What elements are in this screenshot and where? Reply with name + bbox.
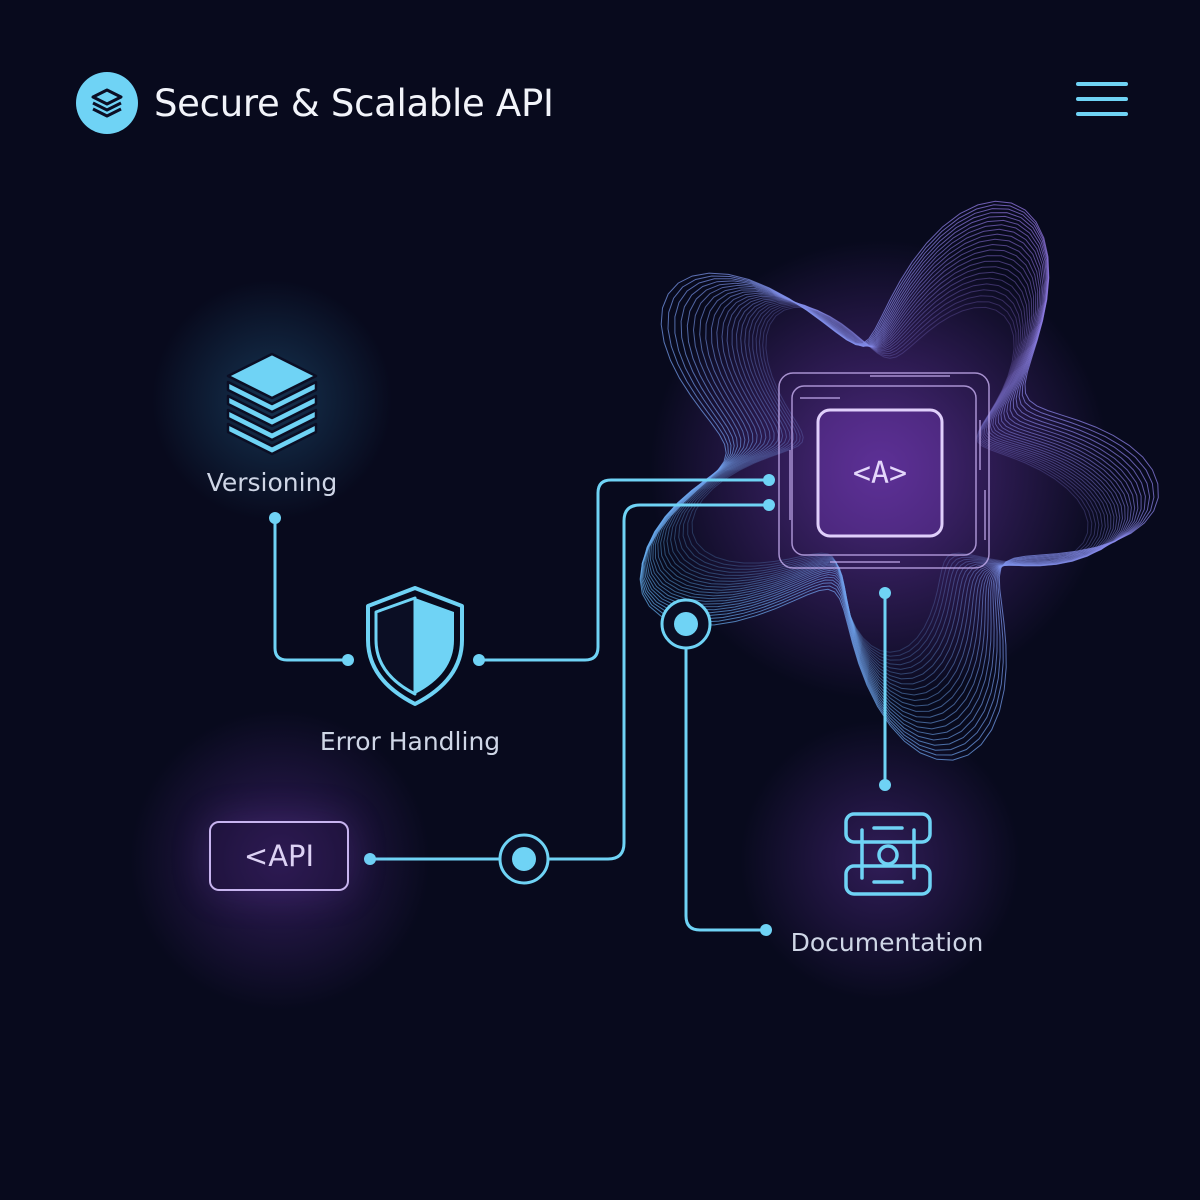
header: Secure & Scalable API [76,72,554,134]
wave-line [654,249,1121,702]
wave-line [663,266,1112,685]
connector-hub-core [546,503,770,861]
stack-layers-icon [226,352,318,456]
wave-line [673,283,1103,670]
connector-dot [473,654,485,666]
core-node-label[interactable]: <A> [852,455,908,491]
wave-line [670,277,1106,675]
hub-node-api[interactable] [498,833,550,885]
wave-line [687,301,1093,657]
chip-icon [778,372,990,569]
connector-dot [763,499,775,511]
connector-error-core [478,478,770,662]
connector-node-documentation [684,646,767,932]
wave-line [666,271,1109,680]
hub-node-upper[interactable] [660,598,712,650]
page-title: Secure & Scalable API [154,81,554,125]
connector-dot [879,587,891,599]
wave-line [639,200,1159,761]
hamburger-menu-icon[interactable] [1068,76,1134,122]
wave-line [678,289,1100,666]
wave-line [660,260,1115,691]
document-scan-icon [844,812,932,896]
versioning-label: Versioning [206,468,338,497]
wave-blob [639,200,1159,761]
api-glow [130,710,430,1010]
connector-dot [364,853,376,865]
connector-versioning-error [273,516,348,662]
connector-dot [763,474,775,486]
shield-icon [366,586,464,706]
wave-line [657,255,1118,696]
api-node[interactable]: <API [209,821,349,891]
layers-icon[interactable] [76,72,138,134]
versioning-glow [152,280,392,520]
connector-dot [879,779,891,791]
wave-line [691,306,1089,653]
wave-line [652,243,1124,707]
connector-dot [269,512,281,524]
error-handling-label: Error Handling [319,727,501,756]
connector-dot [760,924,772,936]
connector-dot [342,654,354,666]
documentation-label: Documentation [790,928,984,957]
wave-line [682,295,1097,661]
